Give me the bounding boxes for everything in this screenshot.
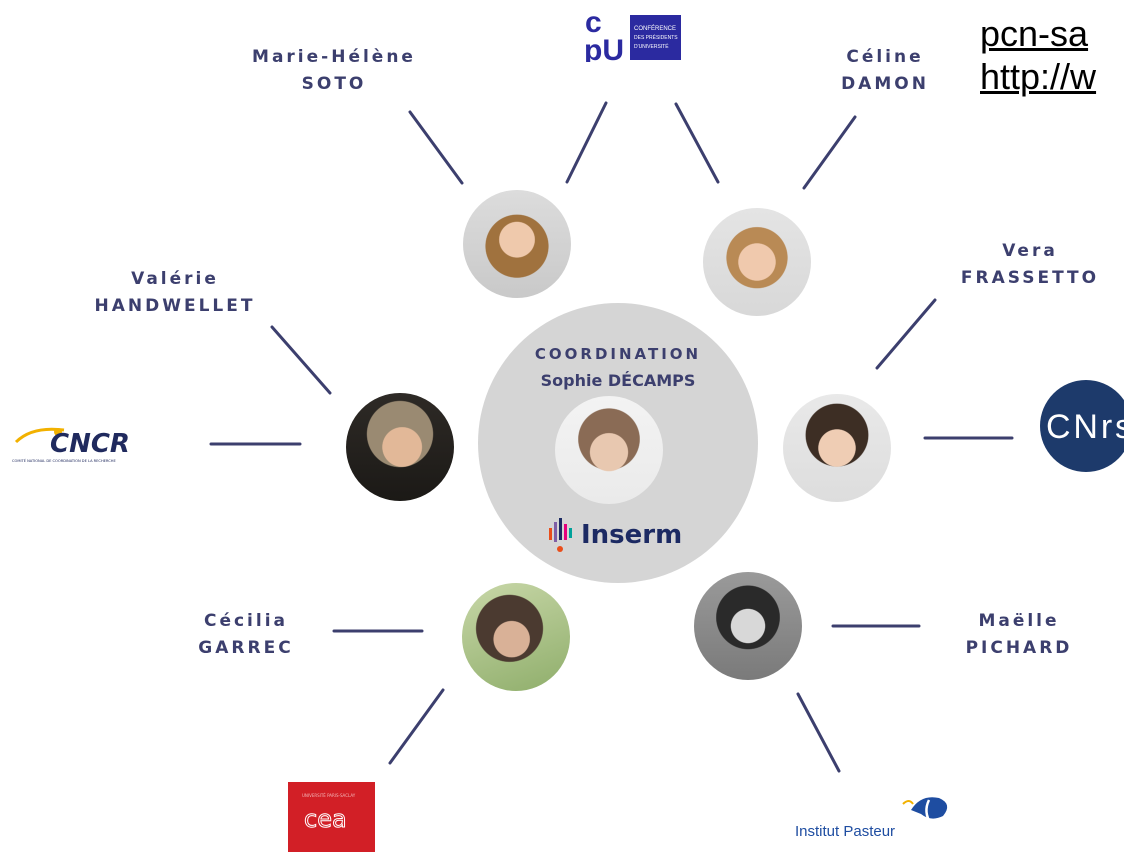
connector-line [388, 688, 445, 765]
cpu-logo-graphic: c pU CONFÉRENCE DES PRÉSIDENTS D'UNIVERS… [584, 6, 681, 67]
connector-line [802, 115, 857, 190]
person-label-marie-helene-soto: Marie-Hélène SOTO [234, 44, 434, 98]
coordination-title: COORDINATION [534, 345, 702, 363]
photo-celine-damon [703, 208, 811, 316]
link-text-block: pcn-sa http://w [980, 12, 1096, 98]
cncr-logo: CNCR COMITÉ NATIONAL DE COORDINATION DE … [12, 422, 190, 466]
photo-maelle-pichard [694, 572, 802, 680]
connector-line [408, 110, 464, 185]
person-label-vera-frassetto: Vera FRASSETTO [935, 238, 1124, 292]
cnrs-logo-graphic: CNrs [1040, 380, 1124, 472]
pasteur-wordmark: Institut Pasteur [795, 823, 895, 840]
cea-tagline: UNIVERSITÉ PARIS-SACLAY [302, 793, 356, 798]
person-label-valerie-handwellet: Valérie HANDWELLET [70, 266, 280, 320]
person-label-maelle-pichard: Maëlle PICHARD [944, 608, 1094, 662]
photo-valerie-handwellet [346, 393, 454, 501]
last-name: HANDWELLET [94, 296, 256, 316]
cea-wordmark: cea [304, 805, 347, 833]
website-link[interactable]: http://w [980, 56, 1097, 97]
cpu-box [630, 15, 681, 60]
cpu-line-3: D'UNIVERSITÉ [634, 43, 669, 50]
cncr-logo-graphic: CNCR COMITÉ NATIONAL DE COORDINATION DE … [12, 427, 130, 463]
first-name: Cécilia [203, 611, 289, 631]
cnrs-disc [1040, 380, 1124, 472]
cea-logo-graphic: UNIVERSITÉ PARIS-SACLAY cea [302, 793, 356, 834]
cncr-dot [54, 428, 62, 436]
email-link[interactable]: pcn-sa [980, 13, 1089, 54]
inserm-logo: Inserm [547, 514, 697, 554]
inserm-bars [549, 518, 572, 552]
connector-line [875, 298, 937, 370]
connector-line [565, 101, 608, 184]
first-name: Céline [846, 47, 924, 67]
last-name: FRASSETTO [960, 268, 1100, 288]
pasteur-sun [902, 800, 914, 805]
cpu-logo: c pU CONFÉRENCE DES PRÉSIDENTS D'UNIVERS… [584, 6, 697, 67]
photo-marie-helene-soto [463, 190, 571, 298]
connector-line [796, 692, 841, 773]
person-label-cecilia-garrec: Cécilia GARREC [176, 608, 316, 662]
inserm-wordmark: Inserm [581, 520, 682, 550]
photo-cecilia-garrec [462, 583, 570, 691]
pasteur-emblem [911, 797, 948, 819]
last-name: SOTO [301, 74, 367, 94]
first-name: Marie-Hélène [252, 47, 416, 67]
cpu-line-1: CONFÉRENCE [634, 25, 676, 32]
first-name: Vera [1002, 241, 1058, 261]
photo-vera-frassetto [783, 394, 891, 502]
connector-line [674, 102, 720, 184]
cncr-tagline: COMITÉ NATIONAL DE COORDINATION DE LA RE… [12, 458, 116, 463]
cpu-line-2: DES PRÉSIDENTS [634, 34, 678, 41]
institut-pasteur-logo: Institut Pasteur [793, 792, 953, 842]
coordinator-photo [555, 396, 663, 504]
last-name: PICHARD [965, 638, 1073, 658]
inserm-logo-graphic: Inserm [549, 518, 682, 552]
pasteur-emblem-stroke [925, 799, 933, 825]
last-name: DAMON [841, 74, 929, 94]
first-name: Maëlle [978, 611, 1060, 631]
last-name: GARREC [198, 638, 294, 658]
cnrs-wordmark: CNrs [1046, 408, 1124, 446]
cea-logo: UNIVERSITÉ PARIS-SACLAY cea [288, 782, 375, 852]
cncr-wordmark: CNCR [50, 429, 130, 459]
pasteur-logo-graphic: Institut Pasteur [795, 797, 948, 840]
first-name: Valérie [131, 269, 219, 289]
coordinator-name: Sophie DÉCAMPS [540, 371, 696, 390]
person-label-celine-damon: Céline DAMON [810, 44, 960, 98]
cnrs-logo: CNrs [1040, 380, 1124, 472]
cpu-mark-bottom: pU [585, 34, 624, 62]
cpu-mark-top: c [585, 8, 602, 39]
connector-line [270, 325, 332, 395]
